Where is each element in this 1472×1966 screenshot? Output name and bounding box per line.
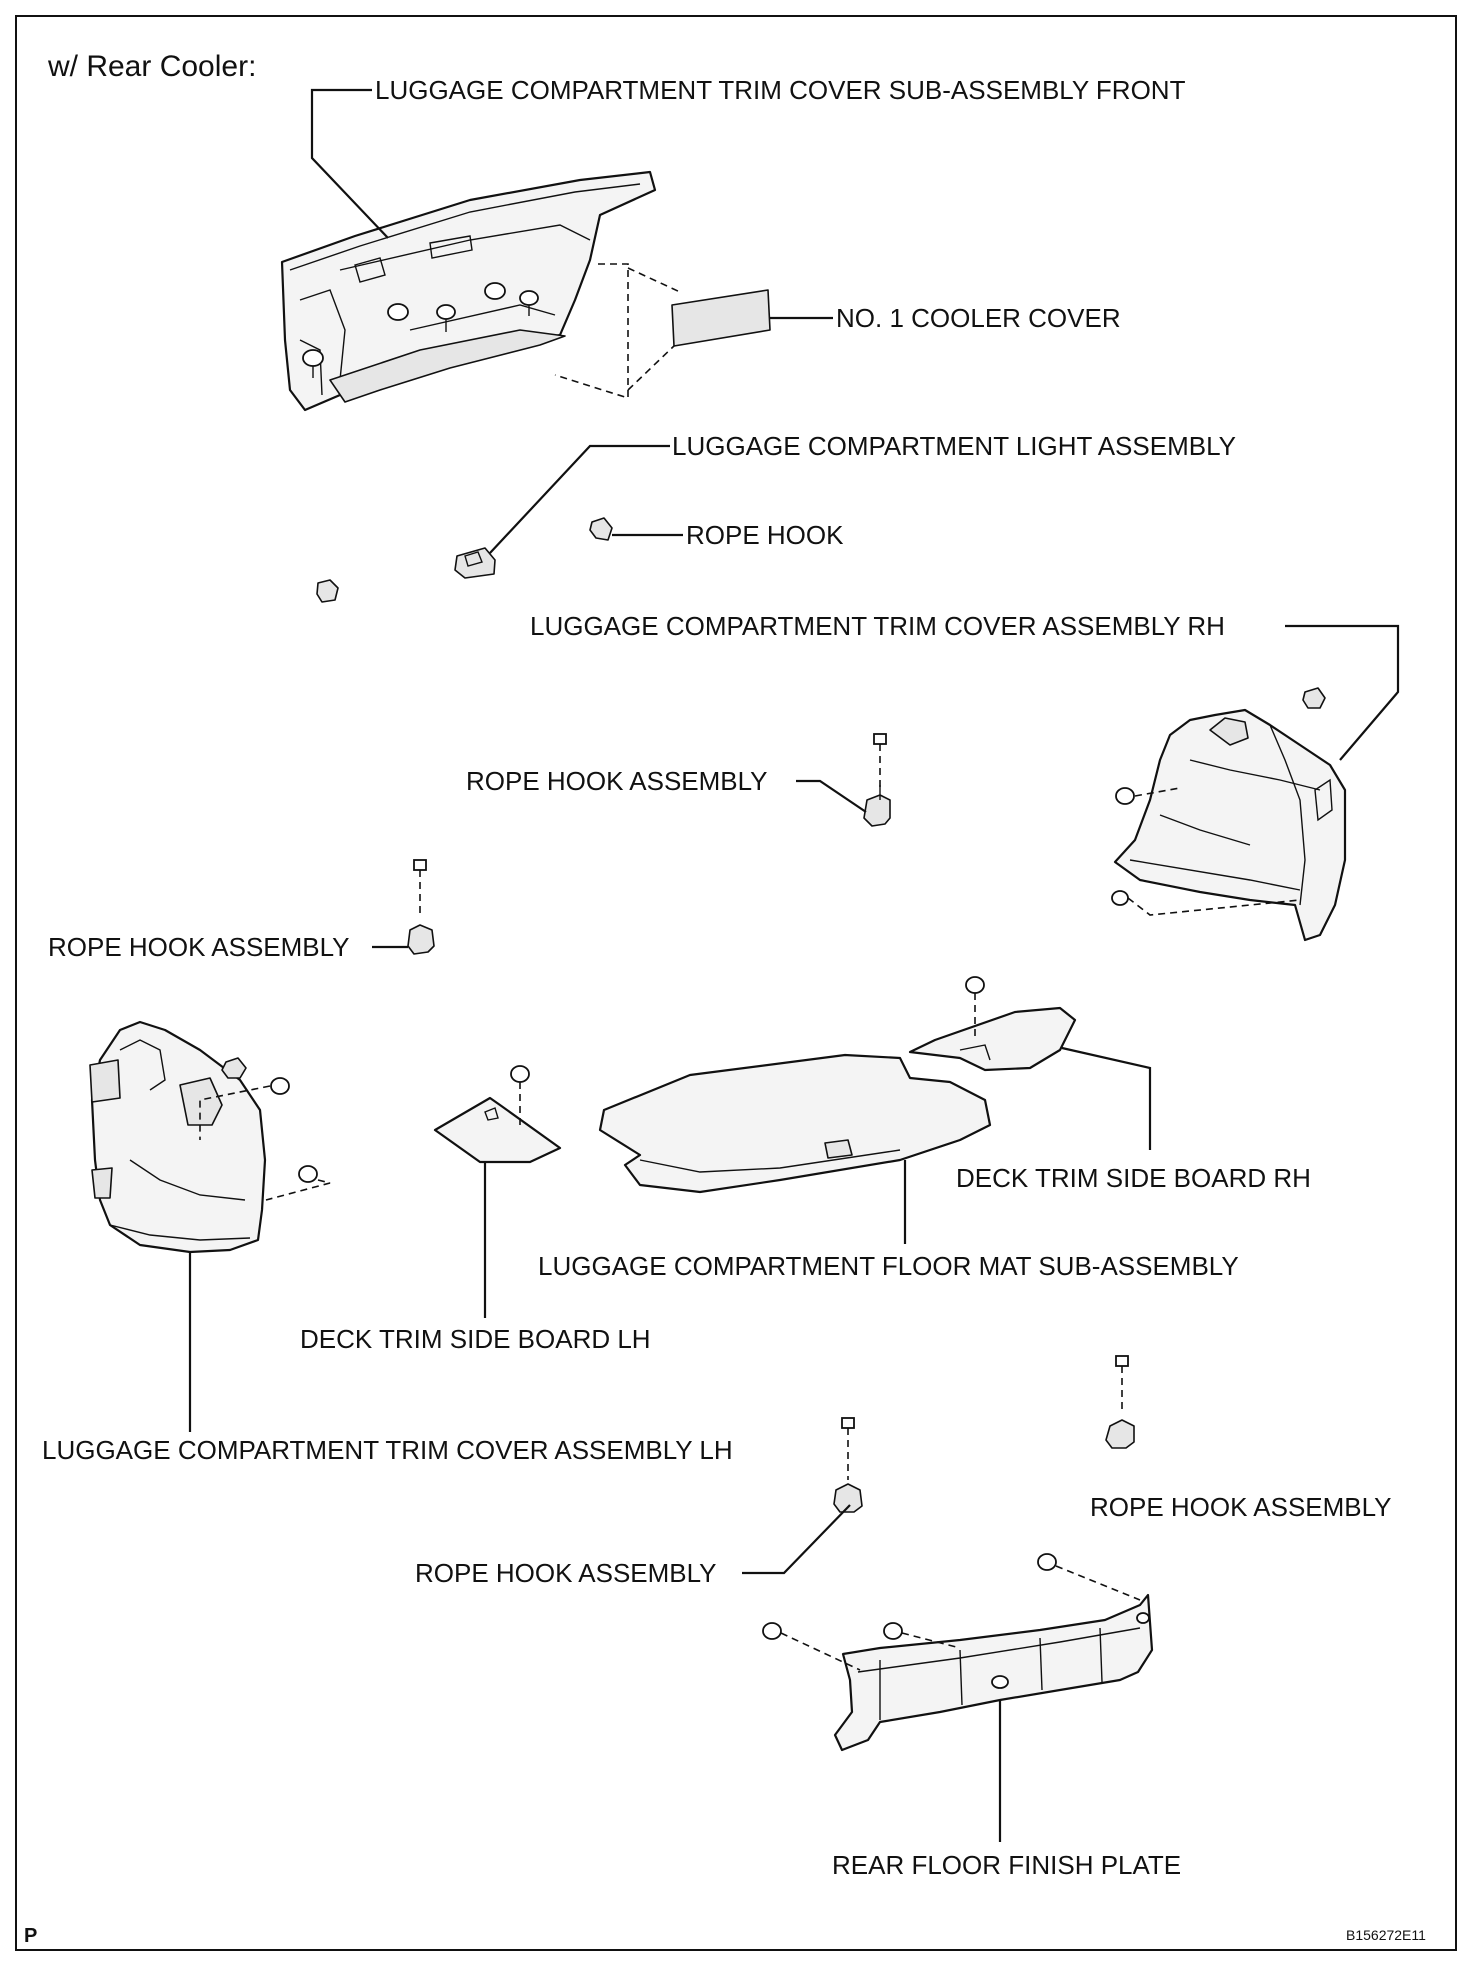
cooler-cover-part <box>671 289 771 347</box>
guide-line <box>901 1632 961 1649</box>
label-rope-hook-assembly-right: ROPE HOOK ASSEMBLY <box>1090 1492 1392 1522</box>
label-floor-mat: LUGGAGE COMPARTMENT FLOOR MAT SUB-ASSEMB… <box>538 1251 1239 1281</box>
rope-hook-part <box>589 517 613 541</box>
label-deck-trim-side-board-lh: DECK TRIM SIDE BOARD LH <box>300 1324 651 1354</box>
figure-code: B156272E11 <box>1346 1927 1426 1943</box>
clip-icon <box>510 1065 530 1128</box>
deck-trim-side-board-lh-part <box>433 1096 562 1164</box>
trim-cover-front-part <box>280 170 657 412</box>
leader-rope-hook-upper <box>796 779 867 813</box>
light-assembly-part <box>454 547 496 579</box>
guide-line <box>627 267 681 293</box>
corner-mark: P <box>24 1925 37 1947</box>
clip-icon <box>762 1553 1057 1640</box>
label-deck-trim-side-board-rh: DECK TRIM SIDE BOARD RH <box>956 1163 1311 1193</box>
rear-floor-finish-plate-part <box>833 1593 1154 1752</box>
guide-line <box>1134 787 1181 797</box>
trim-cover-rh-part <box>1113 708 1347 942</box>
guide-line <box>1055 1565 1141 1601</box>
label-trim-cover-rh: LUGGAGE COMPARTMENT TRIM COVER ASSEMBLY … <box>530 611 1225 641</box>
clip-icon <box>221 1057 318 1183</box>
label-trim-cover-lh: LUGGAGE COMPARTMENT TRIM COVER ASSEMBLY … <box>42 1435 733 1465</box>
clip-icon <box>965 976 985 1040</box>
clip-icon <box>316 579 339 603</box>
guide-line <box>1127 897 1301 916</box>
rope-hook-assembly-part <box>1105 1355 1135 1449</box>
guide-line <box>265 1179 331 1201</box>
label-rope-hook: ROPE HOOK <box>686 520 844 550</box>
guide-line <box>780 1632 861 1671</box>
label-cooler-cover: NO. 1 COOLER COVER <box>836 303 1121 333</box>
guide-line <box>199 1085 271 1140</box>
clip-icon <box>1111 687 1326 906</box>
leader-light <box>489 444 670 554</box>
rope-hook-assembly-part <box>833 1417 863 1513</box>
label-rear-floor-finish-plate: REAR FLOOR FINISH PLATE <box>832 1850 1181 1880</box>
label-light-assembly: LUGGAGE COMPARTMENT LIGHT ASSEMBLY <box>672 431 1236 461</box>
label-rope-hook-assembly-lower: ROPE HOOK ASSEMBLY <box>415 1558 717 1588</box>
diagram-heading: w/ Rear Cooler: <box>47 50 256 83</box>
floor-mat-part <box>598 1053 992 1194</box>
guide-line <box>627 344 676 391</box>
guide-line <box>554 263 629 400</box>
diagram-frame <box>15 15 1457 1951</box>
deck-trim-side-board-rh-part <box>908 1006 1077 1072</box>
trim-cover-lh-part <box>89 1020 267 1254</box>
label-trim-cover-front: LUGGAGE COMPARTMENT TRIM COVER SUB-ASSEM… <box>375 75 1186 105</box>
clip-icon <box>302 282 539 378</box>
label-rope-hook-assembly-left: ROPE HOOK ASSEMBLY <box>48 932 350 962</box>
leader-trim-rh <box>1285 624 1400 761</box>
rope-hook-assembly-part <box>407 859 435 955</box>
rope-hook-assembly-part <box>863 733 891 827</box>
leader-rope-hook-lower <box>742 1504 851 1575</box>
leader-deck-rh <box>1061 1046 1152 1150</box>
leader-trim-front <box>310 88 389 239</box>
label-rope-hook-assembly-upper: ROPE HOOK ASSEMBLY <box>466 766 768 796</box>
